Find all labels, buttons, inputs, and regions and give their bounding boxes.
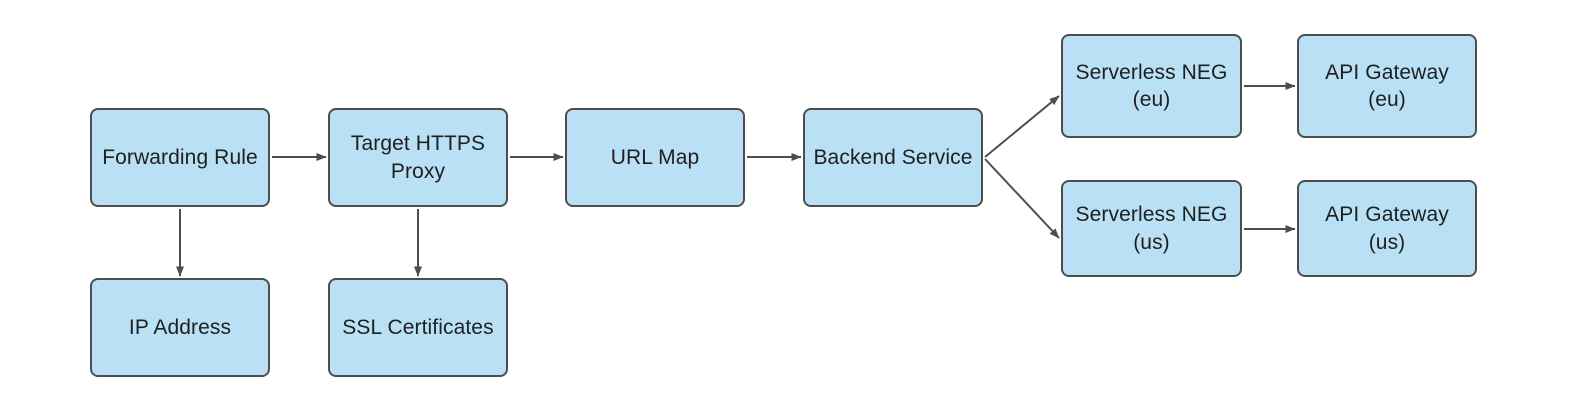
node-target-https-proxy[interactable]: Target HTTPS Proxy bbox=[328, 108, 508, 207]
node-url-map[interactable]: URL Map bbox=[565, 108, 745, 207]
node-api-gateway-us[interactable]: API Gateway (us) bbox=[1297, 180, 1477, 277]
node-ssl-certificates[interactable]: SSL Certificates bbox=[328, 278, 508, 377]
node-api-gateway-eu[interactable]: API Gateway (eu) bbox=[1297, 34, 1477, 138]
node-ip-address[interactable]: IP Address bbox=[90, 278, 270, 377]
edge-backend-service-to-serverless-neg-eu bbox=[984, 95, 1060, 158]
node-forwarding-rule[interactable]: Forwarding Rule bbox=[90, 108, 270, 207]
edge-group bbox=[176, 82, 1296, 277]
node-backend-service[interactable]: Backend Service bbox=[803, 108, 983, 207]
node-serverless-neg-eu[interactable]: Serverless NEG (eu) bbox=[1061, 34, 1242, 138]
node-serverless-neg-us[interactable]: Serverless NEG (us) bbox=[1061, 180, 1242, 277]
edge-backend-service-to-serverless-neg-us bbox=[984, 158, 1060, 239]
